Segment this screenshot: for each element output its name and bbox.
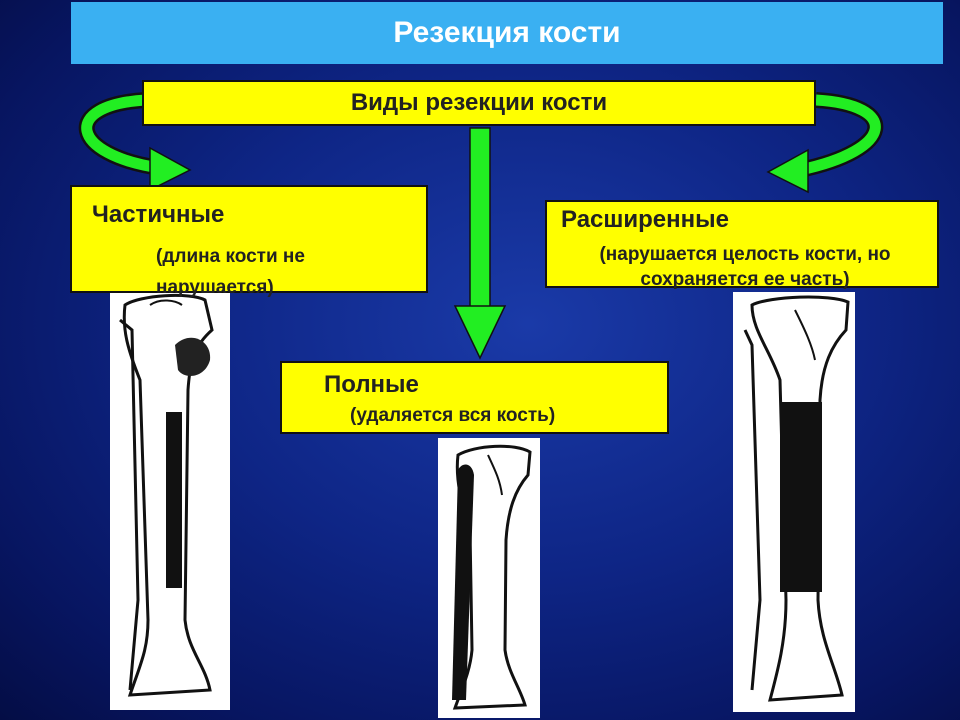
full-resection-box: Полные (удаляется вся кость) <box>280 361 669 434</box>
bone-partial-resection <box>110 290 230 710</box>
slide-title: Резекция кости <box>71 2 943 64</box>
extended-description: (нарушается целость кости, но сохраняетс… <box>599 244 891 290</box>
curved-arrow-right-icon <box>766 92 884 194</box>
partial-resection-box: Частичные (длина кости не нарушается) <box>70 185 428 298</box>
bone-full-resection <box>438 438 540 718</box>
extended-title: Расширенные <box>561 206 729 233</box>
curved-arrow-left-icon <box>78 92 192 192</box>
resection-types-box: Виды резекции кости <box>142 80 816 126</box>
down-arrow-icon <box>453 127 507 360</box>
full-title: Полные <box>324 371 419 398</box>
resection-types-heading: Виды резекции кости <box>350 89 608 116</box>
bone-extended-resection <box>733 292 855 712</box>
partial-description: (длина кости не нарушается) <box>156 246 305 298</box>
partial-title: Частичные <box>92 201 225 228</box>
full-description: (удаляется вся кость) <box>350 405 556 426</box>
extended-resection-box: Расширенные (нарушается целость кости, н… <box>545 200 939 290</box>
